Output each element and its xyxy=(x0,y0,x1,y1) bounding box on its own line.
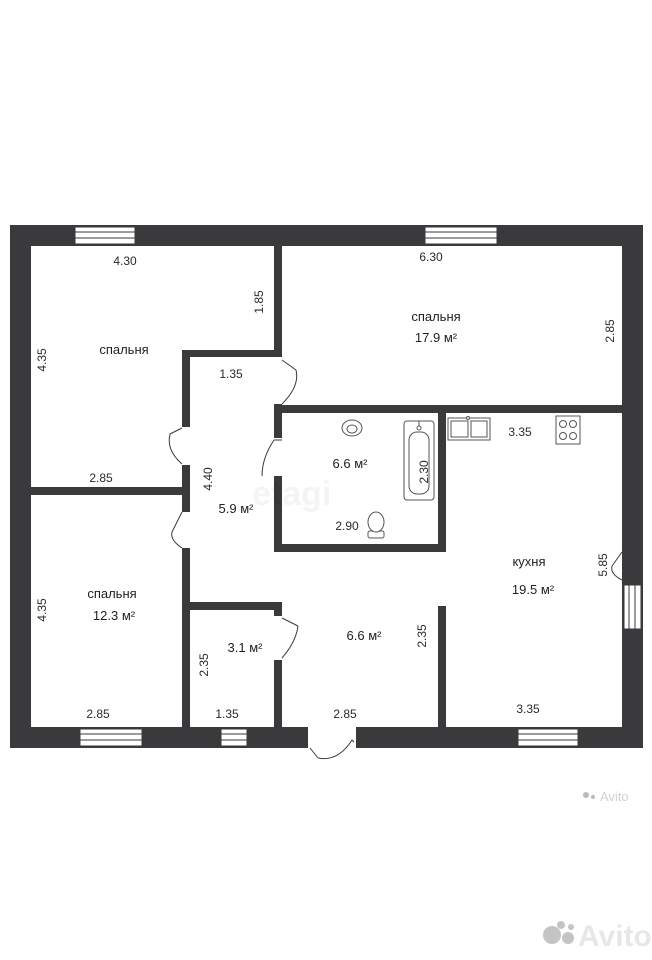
wall-bed1-bed2 xyxy=(274,246,282,356)
agency-watermark: etagi xyxy=(252,475,331,513)
dim-bedroom3-bottom: 2.85 xyxy=(86,707,110,721)
entrance-gap xyxy=(308,727,356,748)
avito-logo-large: Avito xyxy=(543,920,652,953)
dim-storage-bottom: 1.35 xyxy=(215,707,239,721)
dim-bedroom1-inner: 1.85 xyxy=(252,290,266,314)
dim-kitchen-side: 5.85 xyxy=(596,553,610,577)
avito-logo-small: Avito xyxy=(583,789,629,804)
kitchen-name: кухня xyxy=(512,554,545,569)
window-bedroom3 xyxy=(79,728,143,747)
dim-bath-side: 2.30 xyxy=(417,460,431,484)
stove-icon xyxy=(555,415,581,445)
outer-wall-right xyxy=(622,225,643,748)
wall-bed1-hall xyxy=(182,352,190,427)
entrance-door xyxy=(309,739,355,760)
sink-icon xyxy=(341,419,363,437)
dim-bedroom1-bottom: 2.85 xyxy=(89,471,113,485)
hall-area: 5.9 м² xyxy=(219,501,255,516)
dim-hall-side: 4.40 xyxy=(201,467,215,491)
bedroom2-area: 17.9 м² xyxy=(415,330,458,345)
door-hall-bed2 xyxy=(281,359,298,405)
dimension-labels: 4.30 4.35 1.85 2.85 6.30 2.85 1.35 4.40 … xyxy=(35,250,617,721)
window-kitchen-side xyxy=(623,584,642,630)
storage-area: 3.1 м² xyxy=(228,640,264,655)
doors xyxy=(168,359,623,760)
door-storage xyxy=(281,617,299,659)
dim-bedroom1-width: 4.30 xyxy=(113,254,137,268)
dim-kitchen-bottom: 3.35 xyxy=(516,702,540,716)
wall-storage-corridor-low xyxy=(274,660,282,727)
dim-bedroom3-side: 4.35 xyxy=(35,598,49,622)
toilet-icon xyxy=(367,511,385,539)
room-labels: спальня спальня 17.9 м² спальня 12.3 м² … xyxy=(87,309,554,655)
window-storage xyxy=(220,728,248,747)
door-hall-bath xyxy=(261,439,282,477)
bedroom1-name: спальня xyxy=(99,342,148,357)
door-kitchen-side xyxy=(611,551,623,581)
wall-bed1-bed3 xyxy=(31,487,190,495)
wall-hall-bath xyxy=(274,404,282,438)
window-bedroom1 xyxy=(74,226,136,245)
dim-bedroom2-side: 2.85 xyxy=(603,319,617,343)
dim-bedroom2-width: 6.30 xyxy=(419,250,443,264)
dim-corridor-bottom: 2.85 xyxy=(333,707,357,721)
bathroom-area: 6.6 м² xyxy=(333,456,369,471)
dim-hall-top: 1.35 xyxy=(219,367,243,381)
dim-storage-side: 2.35 xyxy=(197,653,211,677)
corridor-area: 6.6 м² xyxy=(347,628,383,643)
fixtures xyxy=(341,415,581,539)
bedroom2-name: спальня xyxy=(411,309,460,324)
windows xyxy=(74,226,642,747)
bathtub-icon xyxy=(403,420,435,501)
bedroom3-name: спальня xyxy=(87,586,136,601)
dim-corridor-side: 2.35 xyxy=(415,624,429,648)
kitchen-area: 19.5 м² xyxy=(512,582,555,597)
wall-corridor-kitchen xyxy=(438,606,446,727)
dim-bedroom1-side: 4.35 xyxy=(35,348,49,372)
wall-hall-top xyxy=(182,350,282,357)
wall-bed3-storage xyxy=(182,548,190,727)
dim-bath-bottom: 2.90 xyxy=(335,519,359,533)
outer-wall-left xyxy=(10,225,31,748)
window-kitchen-bottom xyxy=(517,728,579,747)
kitchen-sink-icon xyxy=(447,416,491,441)
avito-watermark-small: Avito xyxy=(600,789,629,804)
wall-storage-top xyxy=(182,602,282,610)
avito-watermark-large: Avito xyxy=(578,920,652,953)
door-hall-bed3 xyxy=(171,511,183,549)
dim-kitchen-top: 3.35 xyxy=(508,425,532,439)
bedroom3-area: 12.3 м² xyxy=(93,608,136,623)
door-hall-bed1 xyxy=(168,427,183,465)
wall-bed2-bottom xyxy=(274,405,622,413)
wall-bath-bottom xyxy=(274,544,446,552)
wall-bath-kitchen xyxy=(438,412,446,552)
wall-hall-bath-low xyxy=(274,476,282,548)
window-bedroom2 xyxy=(424,226,498,245)
